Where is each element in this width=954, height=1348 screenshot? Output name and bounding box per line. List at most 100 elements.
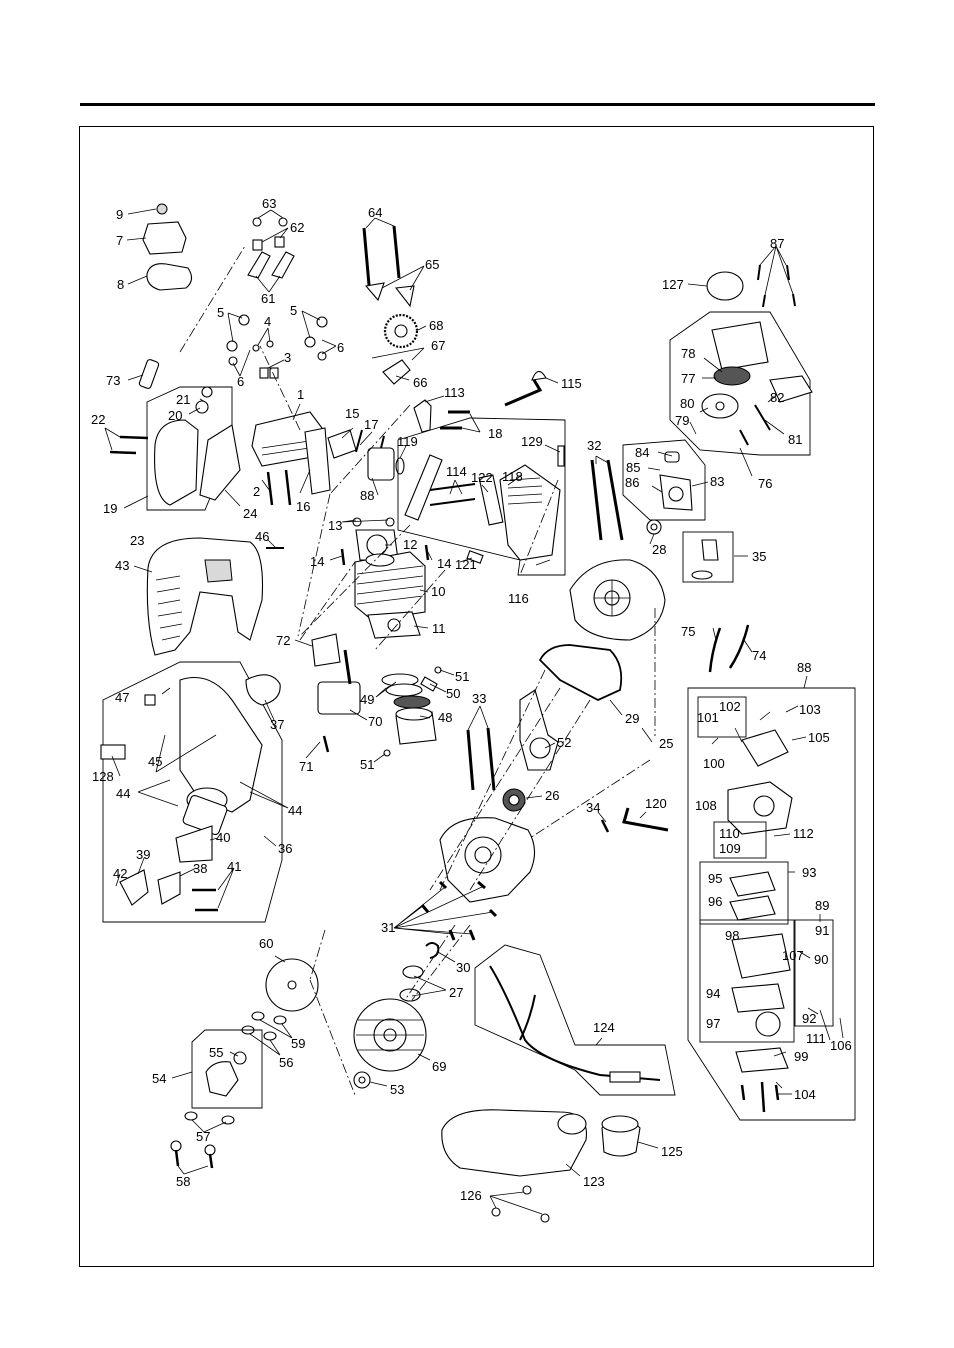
part-studs-33 xyxy=(466,727,496,791)
part-spark-plug xyxy=(138,359,160,389)
callout-49: 49 xyxy=(360,692,374,707)
part-clutch-group xyxy=(191,1029,263,1109)
part-flywheel xyxy=(353,998,427,1072)
callout-33: 33 xyxy=(472,691,486,706)
callout-51a: 51 xyxy=(455,669,469,684)
callout-79: 79 xyxy=(675,413,689,428)
callout-77: 77 xyxy=(681,371,695,386)
part-rocker-parts xyxy=(247,217,295,279)
part-crankcase xyxy=(439,817,536,903)
callout-70: 70 xyxy=(368,714,382,729)
callout-5a: 5 xyxy=(217,305,224,320)
callout-57: 57 xyxy=(196,1129,210,1144)
callout-51b: 51 xyxy=(360,757,374,772)
callout-20: 20 xyxy=(168,408,182,423)
callout-46: 46 xyxy=(255,529,269,544)
part-wires xyxy=(708,624,750,673)
part-piston-pin xyxy=(383,666,442,757)
callout-87: 87 xyxy=(770,236,784,251)
callout-75: 75 xyxy=(681,624,695,639)
part-starter-group xyxy=(669,311,813,456)
callout-1: 1 xyxy=(297,387,304,402)
callout-66: 66 xyxy=(413,375,427,390)
part-fuel-cap xyxy=(601,1115,641,1157)
callout-88b: 88 xyxy=(797,660,811,675)
callout-11: 11 xyxy=(432,621,446,636)
callout-9: 9 xyxy=(116,207,123,222)
callout-99: 99 xyxy=(794,1049,808,1064)
top-rule xyxy=(80,103,875,106)
part-shield-19 xyxy=(146,386,241,511)
callout-84: 84 xyxy=(635,445,649,460)
callout-90: 90 xyxy=(814,952,828,967)
callout-19: 19 xyxy=(103,501,117,516)
callout-12: 12 xyxy=(403,537,417,552)
callout-50: 50 xyxy=(446,686,460,701)
diagram-frame xyxy=(79,126,874,1267)
callout-83: 83 xyxy=(710,474,724,489)
part-crankshaft xyxy=(519,689,559,771)
callout-103: 103 xyxy=(799,702,821,717)
callout-115: 115 xyxy=(561,376,582,391)
callout-54: 54 xyxy=(152,1071,166,1086)
callout-24: 24 xyxy=(243,506,257,521)
callout-127: 127 xyxy=(662,277,684,292)
callout-78: 78 xyxy=(681,346,695,361)
callout-114: 114 xyxy=(446,464,467,479)
callout-13: 13 xyxy=(328,518,342,533)
callout-63: 63 xyxy=(262,196,276,211)
part-ring-119 xyxy=(395,457,405,475)
callout-101: 101 xyxy=(697,710,719,725)
callout-125: 125 xyxy=(661,1144,683,1159)
part-ignition-block xyxy=(367,435,395,481)
callout-62: 62 xyxy=(290,220,304,235)
callout-61: 61 xyxy=(261,291,275,306)
part-crankcase-cover xyxy=(569,559,666,641)
callout-92: 92 xyxy=(802,1011,816,1026)
callout-68: 68 xyxy=(429,318,443,333)
callout-45: 45 xyxy=(148,754,162,769)
callout-17: 17 xyxy=(364,417,378,432)
callout-124: 124 xyxy=(593,1020,615,1035)
leader-lines xyxy=(104,208,844,1215)
callout-60: 60 xyxy=(259,936,273,951)
part-cylinder-head xyxy=(251,411,331,506)
part-studs-32 xyxy=(590,459,624,541)
callout-112: 112 xyxy=(793,826,814,841)
callout-41: 41 xyxy=(227,859,241,874)
part-piston xyxy=(381,673,437,745)
callout-58: 58 xyxy=(176,1174,190,1189)
part-57-58 xyxy=(170,1111,235,1169)
callout-18: 18 xyxy=(488,426,502,441)
part-screws-126 xyxy=(491,1185,550,1223)
part-l-rod xyxy=(504,370,547,407)
callout-23: 23 xyxy=(130,533,144,548)
part-link-113 xyxy=(413,399,432,433)
callout-39: 39 xyxy=(136,847,150,862)
callout-121: 121 xyxy=(455,557,477,572)
callout-126: 126 xyxy=(460,1188,482,1203)
callout-6a: 6 xyxy=(337,340,344,355)
callout-94: 94 xyxy=(706,986,720,1001)
part-cam-gear xyxy=(382,313,419,385)
callout-52: 52 xyxy=(557,735,571,750)
callout-64: 64 xyxy=(368,205,382,220)
callout-3: 3 xyxy=(284,350,291,365)
part-gasket-29 xyxy=(538,644,623,702)
callout-27: 27 xyxy=(449,985,463,1000)
callout-96: 96 xyxy=(708,894,722,909)
callout-37: 37 xyxy=(270,717,284,732)
part-ignition-coil xyxy=(311,633,361,753)
part-pins-18 xyxy=(440,410,470,430)
part-housing-43 xyxy=(146,537,284,656)
part-gasket-11 xyxy=(367,611,421,639)
callout-129: 129 xyxy=(521,434,543,449)
callout-110: 110 xyxy=(719,826,740,841)
callout-48: 48 xyxy=(438,710,452,725)
callout-numbers: 9 7 8 73 63 62 61 5 4 5 6 3 6 64 65 68 6… xyxy=(91,196,852,1203)
callout-34: 34 xyxy=(586,800,600,815)
part-cylinder xyxy=(354,551,426,621)
part-35 xyxy=(682,531,734,583)
part-129 xyxy=(557,445,565,467)
callout-93: 93 xyxy=(802,865,816,880)
